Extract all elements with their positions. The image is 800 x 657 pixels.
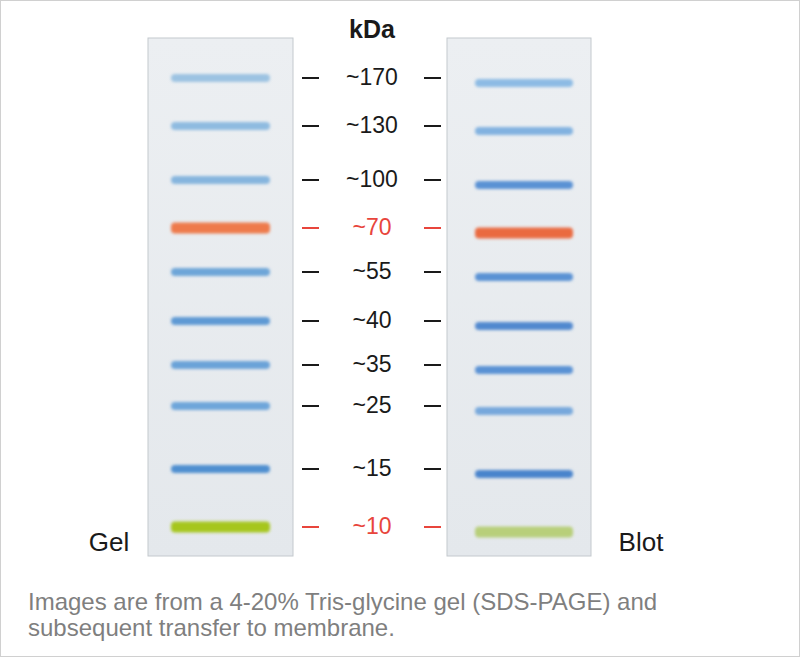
protein-band	[475, 181, 573, 189]
protein-band	[475, 527, 573, 538]
tick-dash	[302, 227, 319, 229]
protein-band	[171, 268, 270, 276]
protein-band	[171, 522, 270, 533]
tick-dash	[302, 320, 319, 322]
tick-dash	[424, 77, 441, 79]
tick-dash	[302, 179, 319, 181]
tick-dash	[424, 405, 441, 407]
lane-label: Gel	[89, 528, 129, 557]
tick-dash	[302, 405, 319, 407]
marker-size: ~40	[352, 308, 391, 333]
gel-lane	[148, 38, 293, 556]
protein-band	[475, 228, 573, 239]
protein-band	[171, 223, 270, 234]
protein-band	[171, 122, 270, 130]
protein-band	[475, 79, 573, 87]
marker-size: ~10	[352, 514, 391, 539]
tick-dash	[424, 271, 441, 273]
marker-size: ~130	[346, 113, 398, 138]
tick-dash	[302, 125, 319, 127]
tick-dash	[424, 320, 441, 322]
protein-band	[171, 74, 270, 82]
lane-label: Blot	[619, 528, 664, 557]
figure-caption: Images are from a 4-20% Tris-glycine gel…	[28, 589, 780, 641]
blot-lane	[447, 38, 591, 556]
tick-dash	[302, 364, 319, 366]
marker-size: ~25	[352, 393, 391, 418]
protein-band	[475, 322, 573, 330]
tick-dash	[424, 364, 441, 366]
marker-size: ~100	[346, 167, 398, 192]
protein-band	[475, 273, 573, 281]
tick-dash	[424, 179, 441, 181]
tick-dash	[424, 526, 441, 528]
marker-size: ~15	[352, 456, 391, 481]
marker-size: ~35	[352, 352, 391, 377]
tick-dash	[424, 125, 441, 127]
protein-band	[475, 470, 573, 478]
protein-band	[171, 176, 270, 184]
tick-dash	[424, 227, 441, 229]
protein-band	[171, 402, 270, 410]
tick-dash	[424, 468, 441, 470]
protein-band	[171, 361, 270, 369]
tick-dash	[302, 77, 319, 79]
marker-size: ~170	[346, 65, 398, 90]
marker-size: ~70	[352, 215, 391, 240]
protein-band	[475, 366, 573, 374]
tick-dash	[302, 468, 319, 470]
axis-unit: kDa	[349, 16, 395, 44]
protein-band	[171, 465, 270, 473]
marker-size: ~55	[352, 259, 391, 284]
protein-band	[475, 127, 573, 135]
protein-band	[475, 407, 573, 415]
tick-dash	[302, 271, 319, 273]
protein-band	[171, 317, 270, 325]
tick-dash	[302, 526, 319, 528]
